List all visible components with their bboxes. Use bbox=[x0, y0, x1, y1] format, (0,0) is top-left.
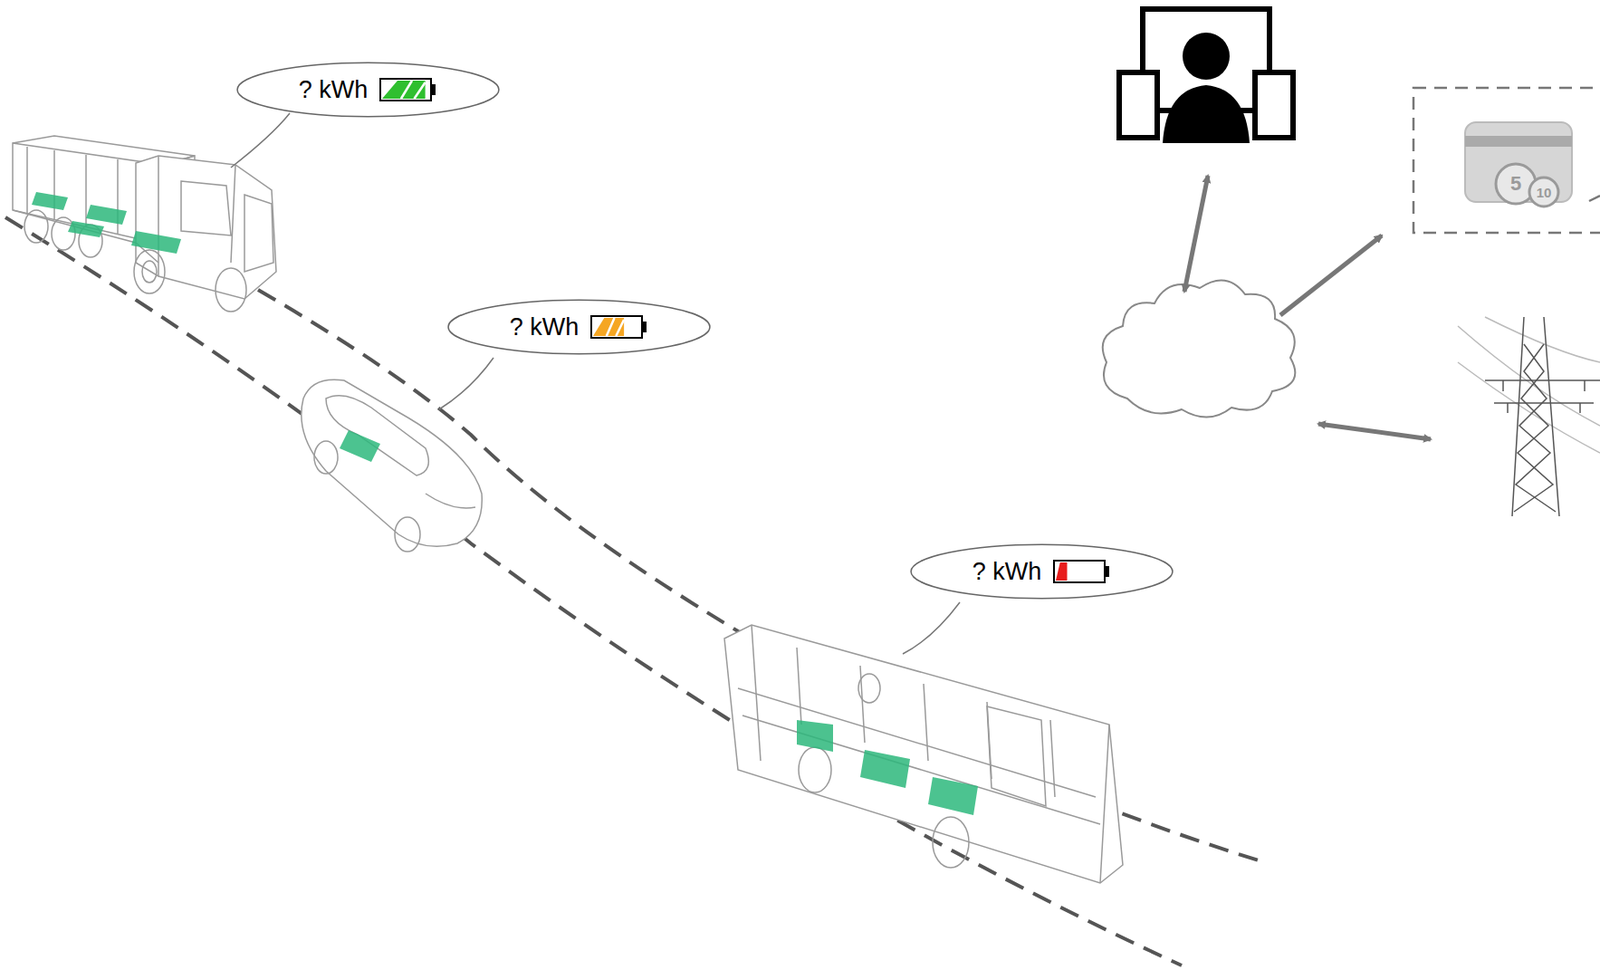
payment-icon bbox=[1413, 87, 1600, 233]
road-line bbox=[5, 217, 1182, 966]
car-battery bbox=[339, 430, 381, 462]
bubble-tail bbox=[902, 602, 960, 654]
energy-query: ? kWh bbox=[298, 76, 369, 105]
power-pylon bbox=[1457, 316, 1600, 517]
bubble-tail bbox=[439, 357, 494, 410]
operator-icon bbox=[1119, 9, 1294, 144]
speech-bubble: ? kWh bbox=[235, 61, 501, 118]
speech-bubble: ? kWh bbox=[909, 543, 1175, 600]
coin-value: 10 bbox=[1536, 184, 1553, 201]
bubble-tail bbox=[230, 113, 290, 168]
data-arrow bbox=[1280, 235, 1382, 316]
truck-battery bbox=[31, 191, 182, 254]
cloud-icon bbox=[1102, 279, 1296, 417]
bus-drawing bbox=[724, 624, 1123, 883]
battery-icon bbox=[1052, 558, 1111, 585]
energy-query: ? kWh bbox=[509, 313, 580, 342]
data-arrow bbox=[1318, 423, 1431, 440]
energy-query: ? kWh bbox=[972, 557, 1043, 586]
car-drawing bbox=[301, 379, 482, 552]
battery-icon bbox=[589, 314, 648, 340]
data-arrow bbox=[1184, 175, 1208, 292]
speech-bubble: ? kWh bbox=[446, 298, 712, 355]
battery-icon bbox=[378, 76, 437, 103]
coin-value: 5 bbox=[1510, 172, 1522, 196]
bus-battery bbox=[796, 719, 978, 815]
